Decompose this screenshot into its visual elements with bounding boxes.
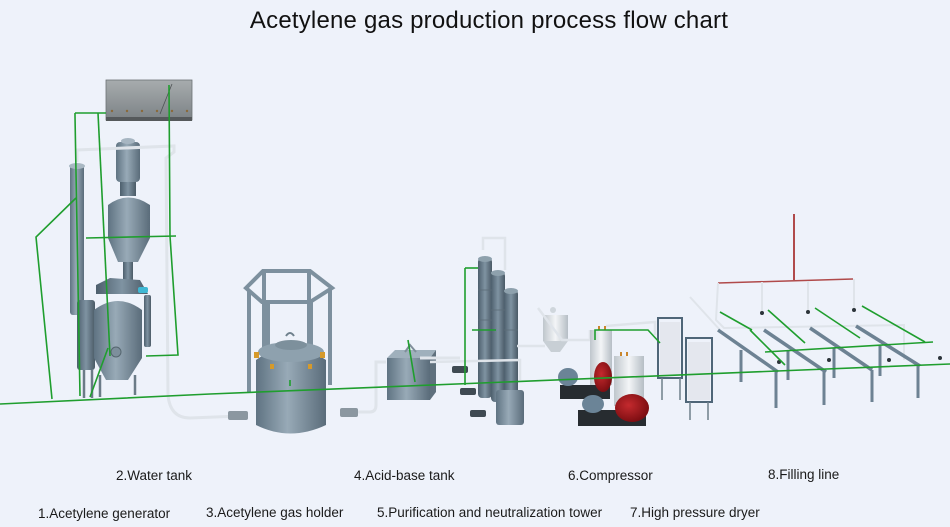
legend-label-acid-base-tank: 4.Acid-base tank <box>354 468 455 483</box>
process-pipe-holder-to-tank <box>358 360 386 414</box>
separator-tank <box>537 307 592 352</box>
compressor <box>558 320 657 426</box>
legend-label-high-pressure-dryer: 7.High pressure dryer <box>630 505 760 520</box>
acetylene-generator <box>69 138 151 398</box>
high-pressure-dryer <box>657 317 713 420</box>
filling-line <box>689 214 942 408</box>
legend-label-purification-tower: 5.Purification and neutralization tower <box>377 505 603 520</box>
signal-lines <box>0 84 950 405</box>
legend-label-acetylene-gas-holder: 3.Acetylene gas holder <box>206 505 344 520</box>
process-pipe-main <box>75 144 241 420</box>
legend-label-water-tank: 2.Water tank <box>116 468 193 483</box>
legend-label-acetylene-generator: 1.Acetylene generator <box>38 506 171 521</box>
legend-label-compressor: 6.Compressor <box>568 468 653 483</box>
purification-tower <box>429 236 545 425</box>
acid-base-tank <box>387 343 460 400</box>
diagram-title: Acetylene gas production process flow ch… <box>249 7 729 34</box>
water-tank <box>105 79 193 121</box>
acetylene-gas-holder <box>228 269 358 434</box>
legend-label-filling-line: 8.Filling line <box>768 467 840 482</box>
